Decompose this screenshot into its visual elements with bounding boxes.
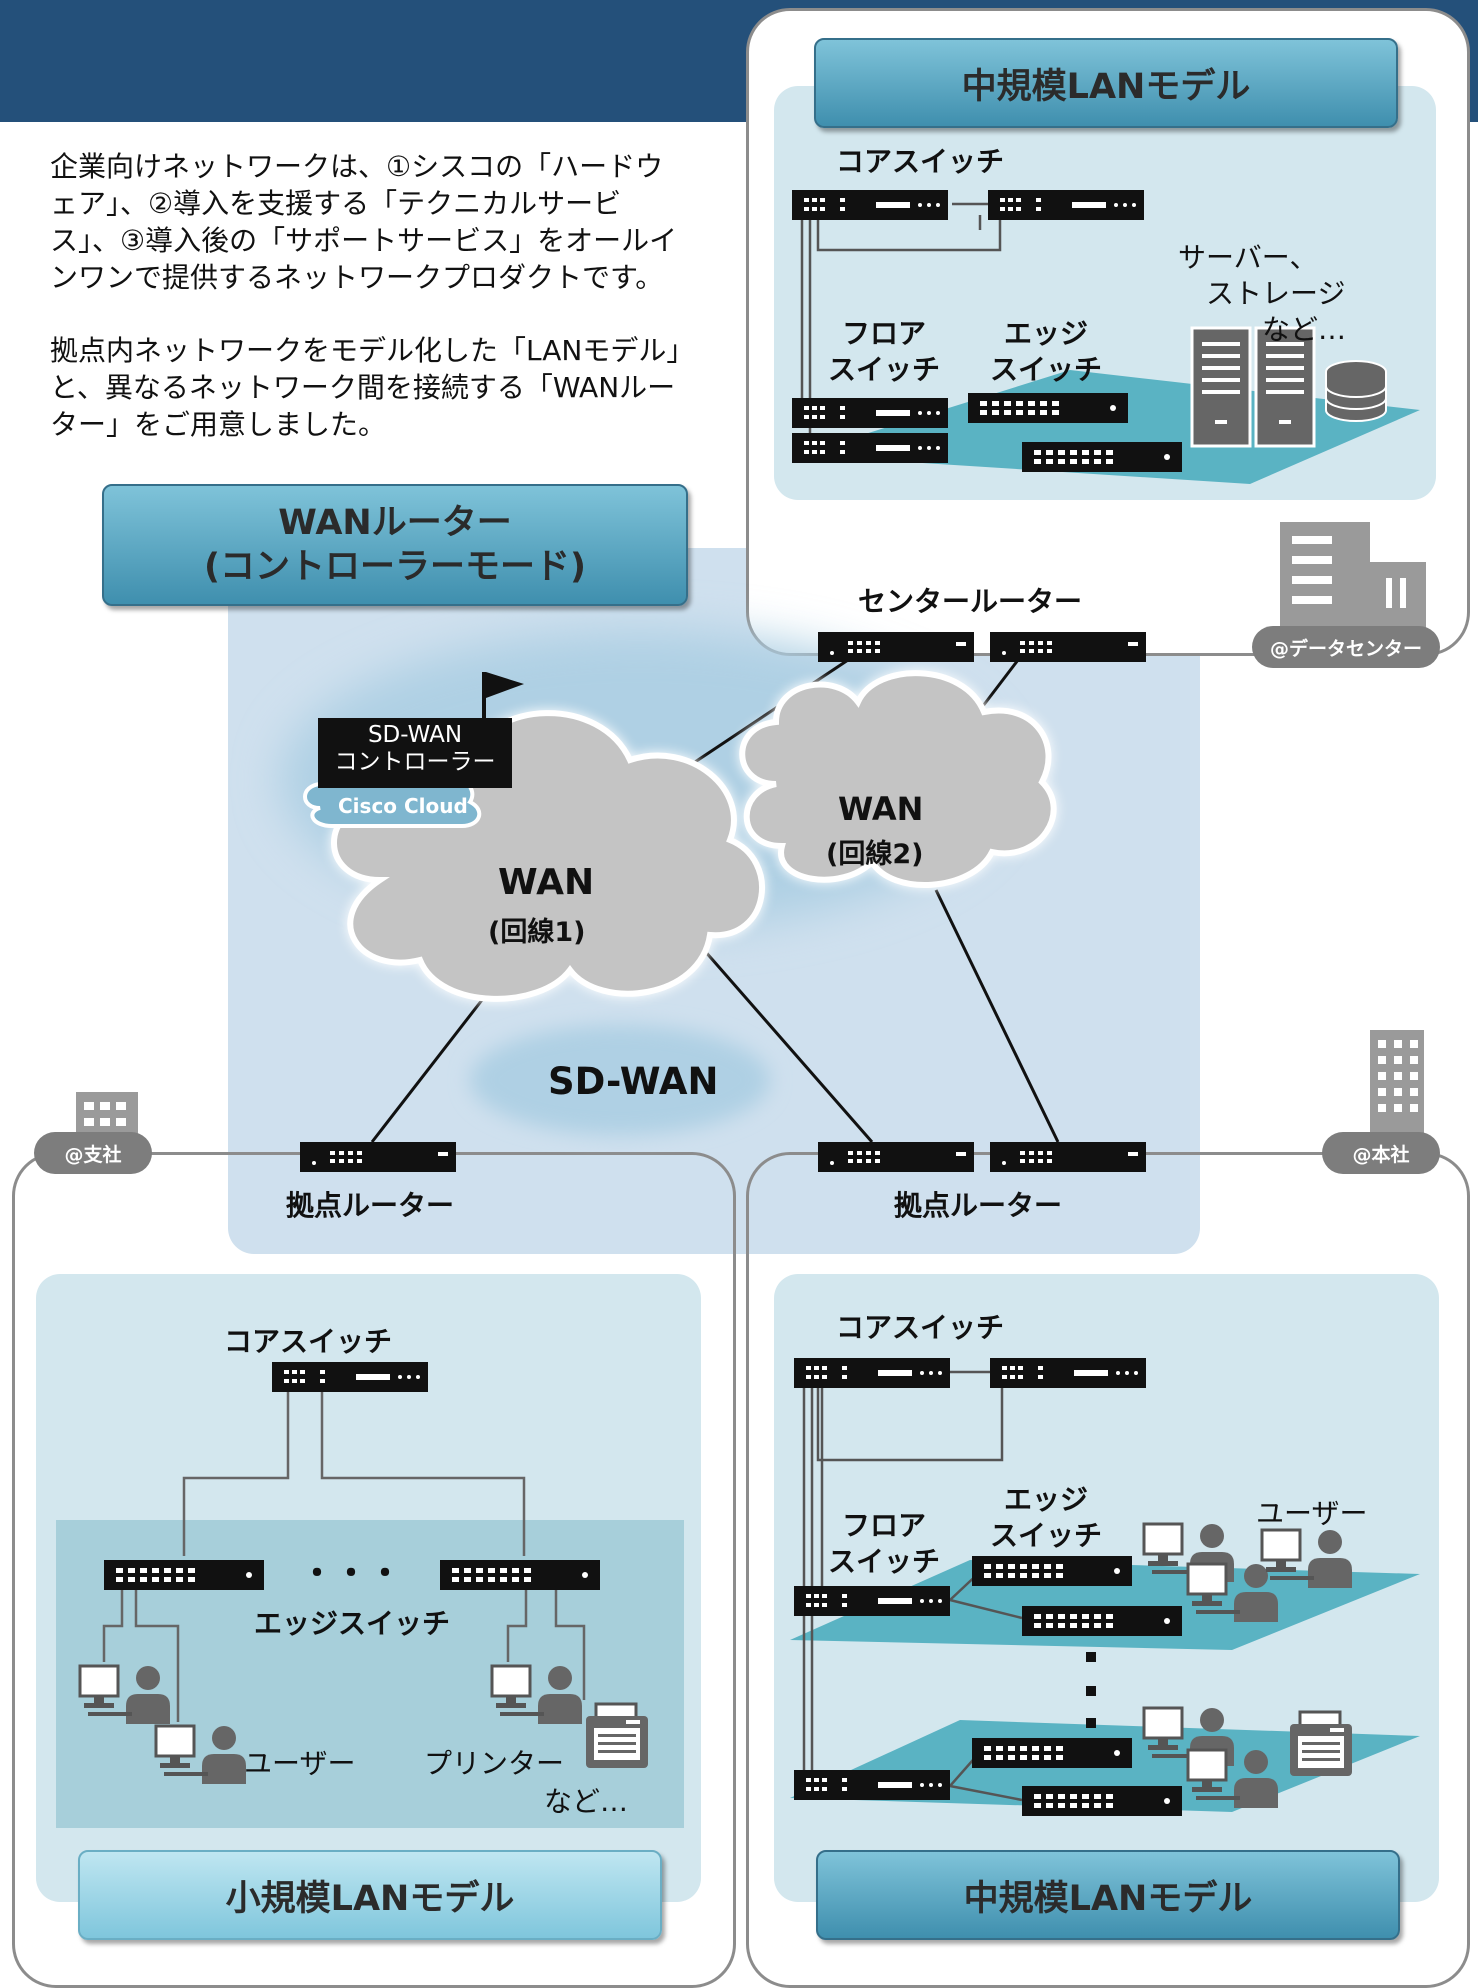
hq-edge-switch-label: エッジ スイッチ <box>990 1483 1103 1552</box>
hq-floor-switch-label: フロア スイッチ <box>828 1509 941 1578</box>
wan1-sub-label: (回線1) <box>488 917 586 948</box>
branch-edge-switch-label: エッジスイッチ <box>254 1607 451 1640</box>
hq-core-switch-label: コアスイッチ <box>836 1311 1005 1344</box>
dc-servers-label: サーバー、 ストレージ など… <box>1178 241 1347 346</box>
cisco-cloud-label: Cisco Cloud <box>338 794 468 818</box>
branch-router-label: 拠点ルーター <box>286 1189 455 1222</box>
hq-badge: @本社 <box>1322 1132 1440 1174</box>
intro-paragraph-2: 拠点内ネットワークをモデル化した「LANモデル」と、異なるネットワーク間を接続す… <box>50 334 681 441</box>
hq-lan-banner: 中規模LANモデル <box>816 1850 1400 1940</box>
dc-edge-switch-label: エッジ スイッチ <box>990 317 1103 386</box>
datacenter-badge: @データセンター <box>1252 626 1440 668</box>
intro-text: 企業向けネットワークは、①シスコの「ハードウェア」、②導入を支援する「テクニカル… <box>50 148 690 479</box>
dc-core-switch-label: コアスイッチ <box>836 145 1005 178</box>
branch-badge: @支社 <box>34 1132 152 1174</box>
wan2-label: WAN <box>838 790 924 828</box>
center-router-label: センタールーター <box>858 585 1083 618</box>
branch-ellipsis: ・・・ <box>300 1554 402 1594</box>
sdwan-center-label: SD-WAN <box>548 1060 719 1103</box>
hq-router-label: 拠点ルーター <box>894 1189 1063 1222</box>
hq-user-label: ユーザー <box>1256 1497 1368 1530</box>
branch-core-switch-label: コアスイッチ <box>224 1325 393 1358</box>
sdwan-controller-label: SD-WAN コントローラー <box>334 722 496 775</box>
datacenter-lan-banner: 中規模LANモデル <box>814 38 1398 128</box>
branch-etc-label: など… <box>544 1785 629 1818</box>
branch-user-label: ユーザー <box>244 1747 356 1780</box>
intro-paragraph-1: 企業向けネットワークは、①シスコの「ハードウェア」、②導入を支援する「テクニカル… <box>50 150 678 294</box>
wan-router-banner: WANルーター (コントローラーモード) <box>102 484 688 606</box>
dc-floor-switch-label: フロア スイッチ <box>828 317 941 386</box>
wan2-sub-label: (回線2) <box>826 839 924 870</box>
branch-lan-banner: 小規模LANモデル <box>78 1850 662 1940</box>
branch-printer-label: プリンター <box>424 1747 565 1780</box>
wan1-label: WAN <box>498 862 595 903</box>
